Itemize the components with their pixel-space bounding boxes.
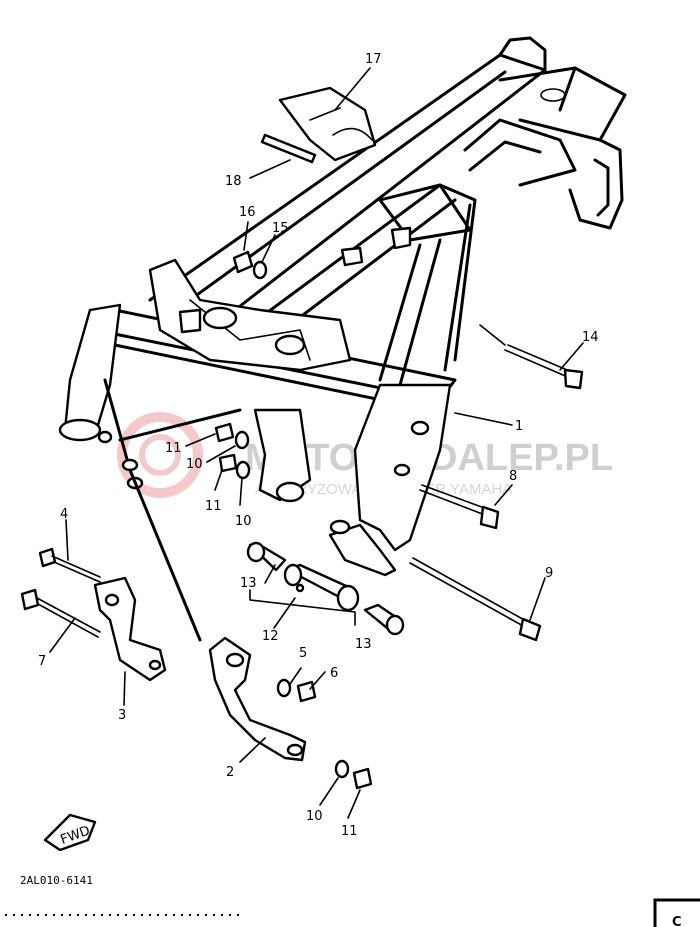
leader-lines	[49, 67, 584, 819]
washer-10-upper	[234, 430, 250, 450]
washer-15	[252, 260, 268, 280]
callout-11-lower: 11	[341, 824, 358, 839]
callout-3: 3	[118, 708, 126, 723]
callout-10-lower: 10	[306, 809, 323, 824]
nut-11-lower	[352, 767, 373, 790]
bolt-9	[409, 557, 542, 642]
callout-6: 6	[330, 666, 338, 681]
callout-1: 1	[515, 419, 523, 434]
washer-10-middle	[235, 460, 251, 480]
callout-10-upper: 10	[186, 457, 203, 472]
callout-8: 8	[509, 469, 517, 484]
callout-11-upper: 11	[165, 441, 182, 456]
nut-16	[232, 250, 254, 274]
tool-strap	[260, 133, 317, 164]
callout-7: 7	[38, 654, 46, 669]
callout-17: 17	[365, 52, 382, 67]
nut-11-middle	[218, 453, 238, 473]
bolt-14	[504, 344, 584, 390]
callout-10-middle: 10	[235, 514, 252, 529]
callout-11-middle: 11	[205, 499, 222, 514]
page-marker: C	[653, 898, 700, 927]
callout-12: 12	[262, 629, 279, 644]
callout-13-right: 13	[355, 637, 372, 652]
nut-6	[296, 680, 317, 703]
tool-bag	[278, 86, 377, 162]
bolt-4	[38, 547, 101, 583]
nut-11-upper	[214, 422, 235, 443]
callout-15: 15	[272, 221, 289, 236]
callout-5: 5	[299, 646, 307, 661]
washer-10-lower	[334, 759, 350, 779]
bush-13-left	[246, 541, 287, 572]
callout-16: 16	[239, 205, 256, 220]
diagram-code: 2AL010-6141	[20, 874, 93, 887]
callout-2: 2	[226, 765, 234, 780]
callout-9: 9	[545, 566, 553, 581]
main-frame	[58, 36, 627, 577]
main-stand-2	[128, 468, 307, 762]
callout-4: 4	[60, 507, 68, 522]
fwd-arrow-icon: FWD	[43, 813, 97, 852]
collar-12	[283, 563, 360, 612]
callouts: 17 18 16 15 14 1 8 9 11 10 11 10 4 7 3 2…	[38, 52, 599, 839]
bush-13-right	[363, 603, 405, 636]
washer-5	[276, 678, 292, 698]
callout-18: 18	[225, 174, 242, 189]
bolt-7	[20, 588, 101, 638]
page-marker-text: C	[672, 915, 682, 927]
callout-14: 14	[582, 330, 599, 345]
callout-13-left: 13	[240, 576, 257, 591]
bolt-8	[419, 484, 500, 530]
sidestand-bracket-3	[93, 576, 167, 682]
